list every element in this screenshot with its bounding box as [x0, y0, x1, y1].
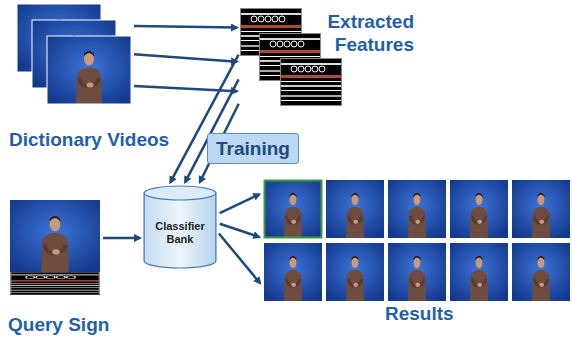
- training-box: Training: [207, 133, 299, 164]
- image-caption: Dictionary Videos: [9, 128, 199, 151]
- image-caption: Extracted Features: [310, 10, 414, 56]
- image-caption: Results: [385, 302, 475, 325]
- image-caption: Query Sign: [8, 313, 128, 336]
- flow-arrow: [220, 194, 260, 213]
- box-label: Training: [216, 138, 290, 160]
- flow-arrow: [134, 54, 237, 62]
- feature-stack: Extracted Features: [240, 8, 342, 106]
- classifier-cylinder: Classifier Bank: [143, 185, 217, 269]
- cylinder-label: Classifier Bank: [143, 220, 217, 246]
- flow-arrow: [103, 237, 140, 240]
- flow-arrow: [220, 224, 259, 237]
- flow-arrow: [134, 26, 237, 28]
- feature-images: [240, 8, 342, 106]
- flow-arrow: [185, 79, 239, 182]
- dictionary-video-frames: [17, 4, 131, 104]
- query-sign-image: [10, 200, 100, 295]
- query-image: Query Sign: [10, 200, 100, 295]
- flow-arrow: [219, 234, 260, 284]
- result-thumbnails: [264, 180, 570, 301]
- video-stack: Dictionary Videos: [17, 4, 131, 104]
- results-grid: Results: [262, 178, 572, 303]
